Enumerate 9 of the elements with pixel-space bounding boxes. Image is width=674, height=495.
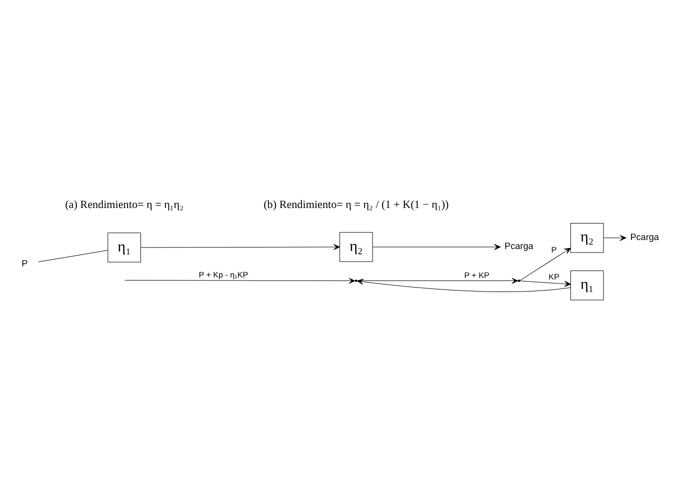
label: (a) Rendimiento= η = η₁η₂ <box>65 198 184 210</box>
label: (b) Rendimiento= η = η₂ / (1 + K(1 − η₁)) <box>264 198 449 210</box>
node-text: P <box>22 258 28 268</box>
node-text: Pcarga <box>630 232 659 242</box>
edge-label: P <box>551 244 557 254</box>
edge-label: P + Kp - η₁KP <box>198 270 248 280</box>
edge-label: P + KP <box>464 270 490 280</box>
node-text: Pcarga <box>504 240 534 251</box>
edge-label: KP <box>548 272 560 282</box>
